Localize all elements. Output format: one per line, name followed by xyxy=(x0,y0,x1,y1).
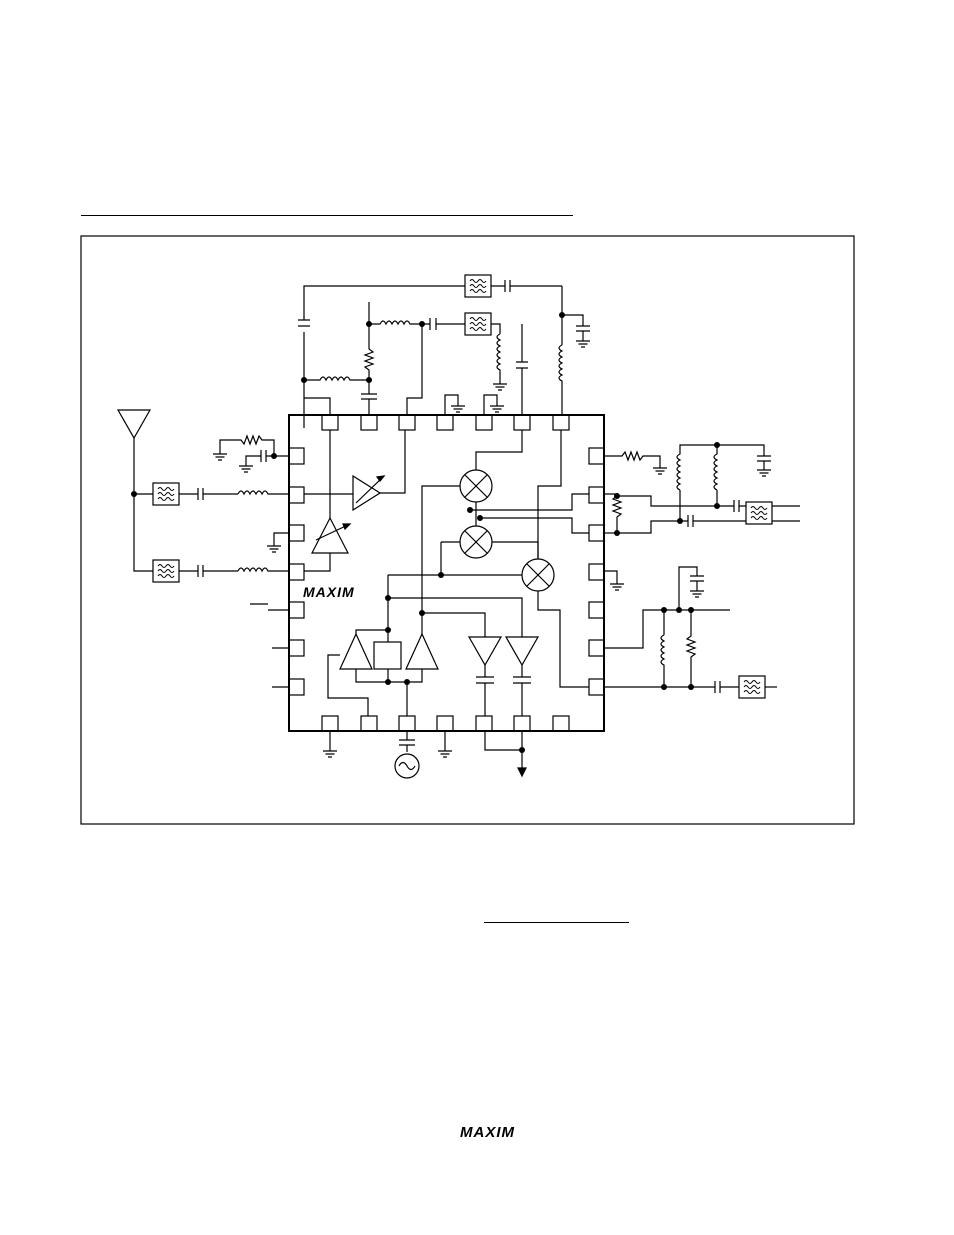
ground-icon xyxy=(239,460,253,472)
ground-icon xyxy=(490,400,504,412)
ground-icon xyxy=(267,540,281,552)
saw-filter-rx1-icon xyxy=(153,483,179,505)
ground-icon xyxy=(438,745,452,757)
mixer-2-icon xyxy=(460,526,492,558)
ic-left-pins xyxy=(289,448,304,695)
footer-logo: MAXIM xyxy=(460,1124,515,1141)
ic-right-pins xyxy=(589,448,604,695)
ic-body xyxy=(289,415,604,731)
ground-icon xyxy=(493,378,507,390)
antenna-network xyxy=(118,410,289,687)
ground-icon xyxy=(576,335,590,347)
ground-icon xyxy=(653,462,667,474)
mixer-3-icon xyxy=(522,559,554,591)
ground-icon xyxy=(690,585,704,597)
top-external-network xyxy=(298,280,590,428)
saw-filter-if-icon xyxy=(746,502,772,524)
lna-amplifier xyxy=(304,430,350,571)
ic-top-pins xyxy=(322,415,569,430)
right-external-network xyxy=(604,445,800,693)
ic-bottom-pins xyxy=(322,716,569,731)
mixer-1-icon xyxy=(460,470,492,502)
ground-icon xyxy=(323,745,337,757)
ground-icon xyxy=(451,400,465,412)
ic-logo: MAXIM xyxy=(303,584,355,600)
saw-filter-top-icon xyxy=(465,275,491,297)
ground-icon xyxy=(213,448,227,460)
lo-chain xyxy=(328,598,538,716)
vga-amplifier xyxy=(304,430,405,510)
saw-filter-top2-icon xyxy=(465,313,491,335)
ground-icon xyxy=(757,464,771,476)
saw-filter-rx2-icon xyxy=(153,560,179,582)
bottom-external-network xyxy=(330,731,526,778)
saw-filter-tx-icon xyxy=(739,676,765,698)
ground-icon xyxy=(610,578,624,590)
